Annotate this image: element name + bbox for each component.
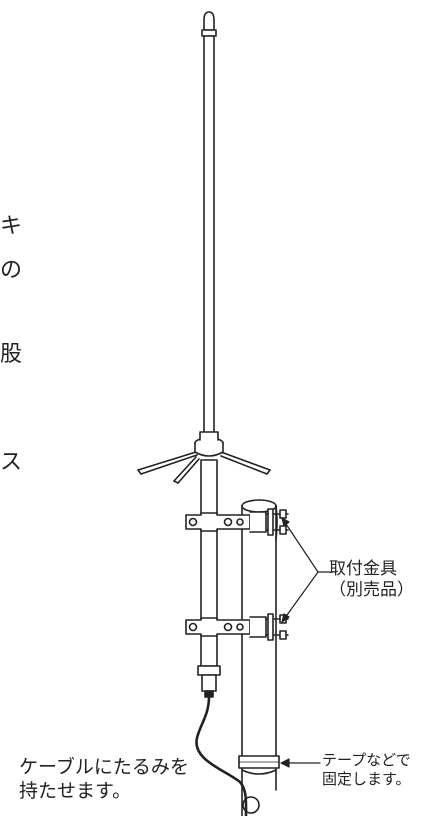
- cutoff-char-3: 股: [0, 342, 23, 367]
- mast-pole: [241, 499, 278, 816]
- antenna-hub: [194, 431, 224, 457]
- mounting-fitting-label-line2: （別売品）: [329, 580, 414, 601]
- antenna-tip: [201, 11, 217, 37]
- mounting-fitting-label: 取付金具 （別売品）: [329, 559, 414, 602]
- cable-slack-label-line1: ケーブルにたるみを: [19, 756, 189, 778]
- antenna-base-pipe: [197, 459, 221, 676]
- cable-slack-label: ケーブルにたるみを 持たせます。: [19, 756, 189, 804]
- upper-bracket: [185, 508, 289, 536]
- lower-bracket: [185, 613, 289, 641]
- tape-label-line2: 固定します。: [322, 769, 411, 788]
- mast-tape: [238, 755, 280, 769]
- coax-connector: [201, 674, 217, 698]
- cable-slack-label-line2: 持たせます。: [19, 779, 132, 802]
- antenna-element: [203, 35, 215, 437]
- fitting-callout: [281, 517, 331, 623]
- tape-label: テープなどで 固定します。: [322, 751, 411, 789]
- tape-label-line1: テープなどで: [322, 751, 411, 769]
- cutoff-char-4: ス: [0, 450, 23, 475]
- antenna-radials: [137, 451, 271, 484]
- coax-cable: [195, 695, 248, 816]
- mounting-fitting-label-line1: 取付金具: [329, 559, 397, 579]
- cutoff-char-1: キ: [0, 214, 23, 239]
- cutoff-char-2: の: [0, 258, 23, 283]
- tape-callout: [280, 758, 321, 768]
